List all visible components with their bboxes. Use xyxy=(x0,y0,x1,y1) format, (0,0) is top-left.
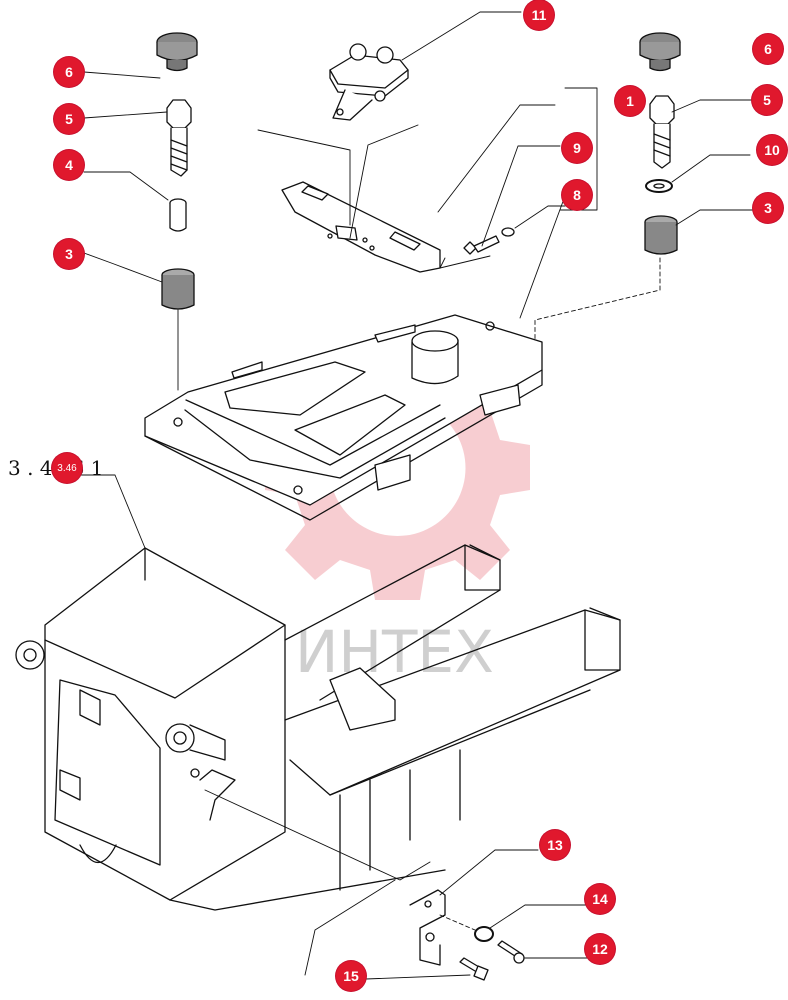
screw-9 xyxy=(463,227,515,255)
callout-5-left[interactable]: 5 xyxy=(54,104,84,134)
bracket-13 xyxy=(409,889,446,966)
callout-6-right[interactable]: 6 xyxy=(753,34,783,64)
watermark-text: ИНТЕХ xyxy=(295,618,494,686)
chassis-frame xyxy=(15,544,621,911)
callout-5-right[interactable]: 5 xyxy=(752,85,782,115)
screw-12 xyxy=(497,940,525,964)
callout-14[interactable]: 14 xyxy=(585,884,615,914)
callout-11[interactable]: 11 xyxy=(524,0,554,30)
callout-15[interactable]: 15 xyxy=(336,961,366,991)
callout-4[interactable]: 4 xyxy=(54,150,84,180)
bolt-left xyxy=(166,99,192,177)
bushing-left xyxy=(161,268,195,310)
callout-6-left[interactable]: 6 xyxy=(54,57,84,87)
leader-lines xyxy=(69,11,757,981)
callout-13[interactable]: 13 xyxy=(540,830,570,860)
callout-3-right[interactable]: 3 xyxy=(753,193,783,223)
screw-15 xyxy=(459,957,489,981)
floor-plate xyxy=(144,314,543,521)
spacer-left xyxy=(169,198,187,232)
callout-9[interactable]: 9 xyxy=(562,133,592,163)
callout-3-left[interactable]: 3 xyxy=(54,239,84,269)
washer-14 xyxy=(474,926,494,942)
cap-left xyxy=(156,32,198,72)
callout-12[interactable]: 12 xyxy=(585,934,615,964)
latch-assembly xyxy=(329,43,409,121)
bushing-right xyxy=(644,215,678,255)
cap-right xyxy=(639,32,681,72)
callout-8[interactable]: 8 xyxy=(562,180,592,210)
bolt-right xyxy=(649,95,675,169)
callout-1[interactable]: 1 xyxy=(615,86,645,116)
callout-3-46[interactable]: 3.46 xyxy=(52,453,82,483)
hinge-plate xyxy=(281,181,441,273)
callout-10[interactable]: 10 xyxy=(757,135,787,165)
